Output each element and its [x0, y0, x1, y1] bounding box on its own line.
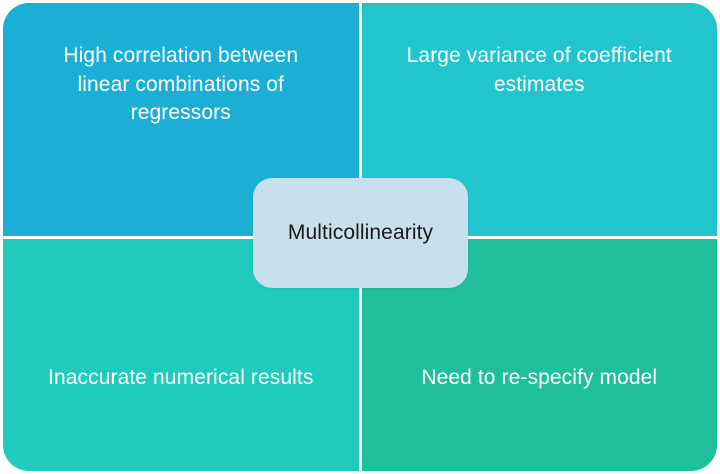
quadrant-top-right-label: Large variance of coefficient estimates [406, 44, 672, 96]
quadrant-top-left-label: High correlation between linear combinat… [63, 44, 299, 125]
quadrant-bottom-right-label: Need to re-specify model [421, 366, 658, 390]
quadrant-matrix: High correlation between linear combinat… [3, 3, 717, 471]
center-node: Multicollinearity [253, 178, 468, 288]
quadrant-top-right: Large variance of coefficient estimates [361, 3, 717, 236]
quadrant-top-left: High correlation between linear combinat… [3, 3, 359, 236]
quadrant-bottom-left-label: Inaccurate numerical results [48, 366, 314, 390]
center-node-label: Multicollinearity [287, 221, 434, 244]
